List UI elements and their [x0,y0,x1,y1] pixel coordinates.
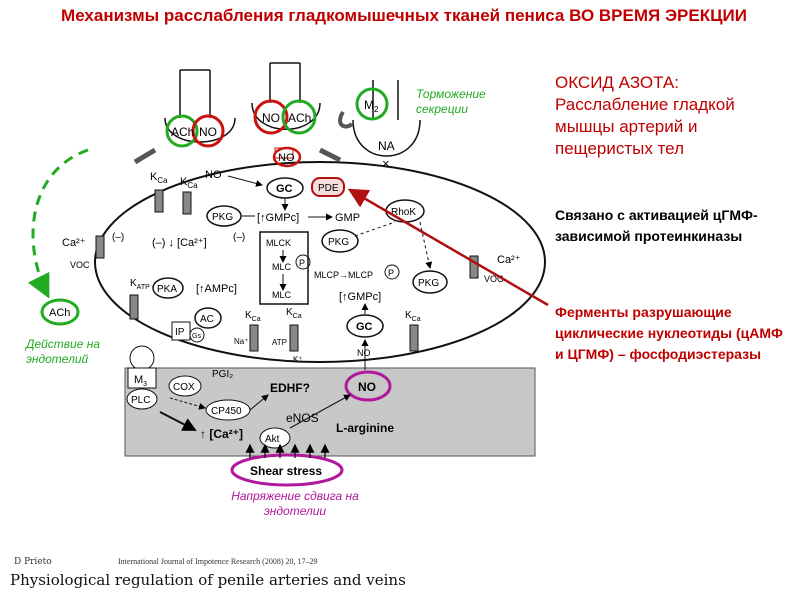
kca-label-3: KCa [245,310,261,323]
p-1: P [299,258,305,268]
gc-top-label: GC [276,183,293,195]
no-small-label: NO [357,348,371,358]
gmpc-bottom: [↑GMPc] [339,291,381,303]
no-circle-gc [272,146,302,168]
pkg-middle [321,229,359,253]
green-dashed-arrow [27,148,89,299]
ach-endo-label: ACh [49,307,70,319]
no-label-gc: NO [278,152,295,164]
ac-label: AC [200,314,214,325]
akt [259,427,291,449]
no-label-middle: NO [262,111,280,125]
pkg-right [412,270,448,294]
pde-label: PDE [318,183,339,194]
ac [194,307,222,329]
rhok-label: RhoK [391,207,416,218]
pgi2-label: PGI₂ [212,369,233,380]
no-circle-left [191,114,225,148]
kca-label-2: KCa [180,176,198,190]
pkg-middle-label: PKG [328,237,349,248]
larginine-label: L-arginine [336,421,394,435]
naplus-label: Na⁺ [234,337,248,346]
atp-label: ATP [272,338,287,347]
source-paper-title: Physiological regulation of penile arter… [10,571,406,589]
voc-right: VOC [484,274,504,284]
pde-text: Ферменты разрушающие циклические нуклеот… [555,304,783,362]
na-label: NA [378,139,395,153]
ach-label-left: ACh [171,125,194,139]
minus-2: (–) [233,232,245,243]
endothelium-action-note: Действие на эндотелий [26,337,101,366]
nerve-terminal-right [352,80,421,157]
source-author: D Prieto [14,557,52,567]
shear-stress-note: Напряжение сдвига на эндотелии [231,489,359,518]
pkg-right-label: PKG [418,278,439,289]
m2-circle [355,87,389,121]
ca-right: Ca²⁺ [497,254,521,266]
ca-increase: ↑ [Ca²⁺] [200,427,243,441]
shear-stress-circle [230,453,344,487]
ach-circle-endothelium [40,298,80,326]
m2-label: M2 [364,98,379,114]
ampc-label: [↑AMPc] [196,283,237,295]
akt-label: Akt [265,434,280,445]
cox [168,375,202,397]
gmp-label: GMP [335,212,360,224]
pka [152,277,184,299]
m3-receptor-head [129,345,155,371]
smooth-muscle-cell [94,161,546,363]
no-circle-endothelium [344,370,392,402]
voc-left: VOC [70,260,90,270]
edhf-label: EDHF? [270,381,310,395]
gc-bottom-label: GC [356,321,373,333]
no-endo-label: NO [358,380,376,394]
plc [126,388,158,410]
x-mark: × [382,156,390,171]
ca-left: Ca²⁺ [62,237,86,249]
ca-decrease: (–) ↓ [Ca²⁺] [152,237,207,249]
kca-label-5: KCa [405,310,421,323]
mlc-label-2: MLC [272,290,292,300]
gc-bottom [346,314,384,338]
mlc-label-1: MLC [272,262,292,272]
mlck-label: MLCK [266,238,291,248]
slide-title: Механизмы расслабления гладкомышечных тк… [61,6,747,25]
plc-label: PLC [131,395,150,406]
pkg-activation-text: Связано с активацией цГМФ-зависимой прот… [555,207,758,244]
pkg-top-left [206,205,242,227]
ach-circle-left [165,114,199,148]
m3-label: M3 [134,374,147,388]
ip-receptor [171,321,191,341]
ip-label: IP [175,327,185,338]
no-label-left: NO [199,125,217,139]
gmpc-top: [↑GMPc] [257,212,299,224]
p-2: P [388,268,394,278]
pde-box [311,177,345,197]
kca-label-4: KCa [286,307,302,320]
pkg-top-left-label: PKG [212,212,233,223]
no-circle-middle [253,99,289,135]
ach-circle-middle [281,99,317,135]
m3-receptor [127,367,157,389]
nitric-oxide-heading: ОКСИД АЗОТА: Расслабление гладкой мышцы … [555,73,735,158]
mlcp-arrow: MLCP→MLCP [314,270,373,280]
kplus-label: K⁺ [293,355,303,364]
katp-label: KATP [130,278,150,291]
kca-label-1: KCa [150,171,168,185]
pka-label: PKA [157,284,177,295]
ach-label-middle: ACh [288,111,311,125]
minus-1: (–) [112,232,124,243]
cp450-label: CP450 [211,406,242,417]
inhibition-note: Торможение секреции [416,87,486,116]
pde-pointer-arrow [347,188,549,307]
no-free-label: NO [205,169,222,181]
gs-label: Gs [192,333,201,340]
cox-label: COX [173,382,195,393]
shear-stress-label: Shear stress [250,464,322,478]
source-journal: International Journal of Impotence Resea… [118,557,318,566]
enos-label: eNOS [286,411,319,425]
